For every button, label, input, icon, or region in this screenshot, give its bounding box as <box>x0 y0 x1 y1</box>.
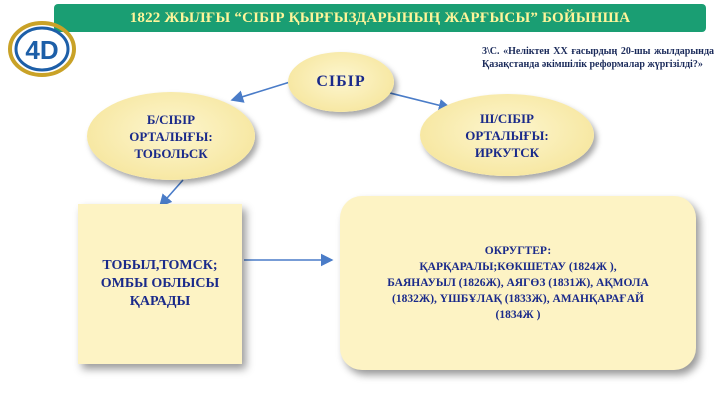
regions-line1: ТОБЫЛ,ТОМСК; <box>102 258 218 273</box>
regions-line3: ҚАРАДЫ <box>129 294 191 309</box>
logo-4d: 4D <box>8 21 76 77</box>
logo-text: 4D <box>25 35 58 65</box>
node-regions-box: ТОБЫЛ,ТОМСК; ОМБЫ ОБЛЫСЫ ҚАРАДЫ <box>78 204 242 364</box>
regions-line2: ОМБЫ ОБЛЫСЫ <box>100 276 220 291</box>
node-east-siberia-line2: ОРТАЛЫҒЫ: <box>465 127 549 143</box>
okrugs-line3: БАЯНАУЫЛ (1826Ж), АЯГӨЗ (1831Ж), АҚМОЛА <box>387 277 649 289</box>
okrugs-line5: (1834Ж ) <box>495 309 541 321</box>
node-west-siberia-line1: Б/СІБІР <box>146 111 196 127</box>
arrow-root-to-left <box>230 81 291 103</box>
node-sibir: СІБІР <box>288 52 394 112</box>
node-east-siberia-line3: ИРКУТСК <box>474 144 540 160</box>
question-note: 3\С. «Неліктен XX ғасырдың 20-шы жылдары… <box>482 46 714 70</box>
node-west-siberia-line2: ОРТАЛЫҒЫ: <box>129 128 213 144</box>
node-west-siberia: Б/СІБІР ОРТАЛЫҒЫ: ТОБОЛЬСК <box>87 92 255 180</box>
node-okrugs-box: ОКРУГТЕР: ҚАРҚАРАЛЫ;КӨКШЕТАУ (1824Ж ), Б… <box>340 196 696 370</box>
okrugs-line2: ҚАРҚАРАЛЫ;КӨКШЕТАУ (1824Ж ), <box>419 261 617 273</box>
node-east-siberia: Ш/СІБІР ОРТАЛЫҒЫ: ИРКУТСК <box>420 94 594 176</box>
node-sibir-label: СІБІР <box>316 73 366 90</box>
slide-title: 1822 ЖЫЛҒЫ “СІБІР ҚЫРҒЫЗДАРЫНЫҢ ЖАРҒЫСЫ”… <box>129 10 631 26</box>
arrow-left-oval-to-box <box>158 179 184 208</box>
node-east-siberia-line1: Ш/СІБІР <box>480 110 534 126</box>
node-west-siberia-line3: ТОБОЛЬСК <box>134 145 208 161</box>
title-bar: 1822 ЖЫЛҒЫ “СІБІР ҚЫРҒЫЗДАРЫНЫҢ ЖАРҒЫСЫ”… <box>54 4 706 32</box>
okrugs-line4: (1832Ж), ҮШБҰЛАҚ (1833Ж), АМАНҚАРАҒАЙ <box>392 293 644 305</box>
okrugs-line1: ОКРУГТЕР: <box>484 245 552 257</box>
